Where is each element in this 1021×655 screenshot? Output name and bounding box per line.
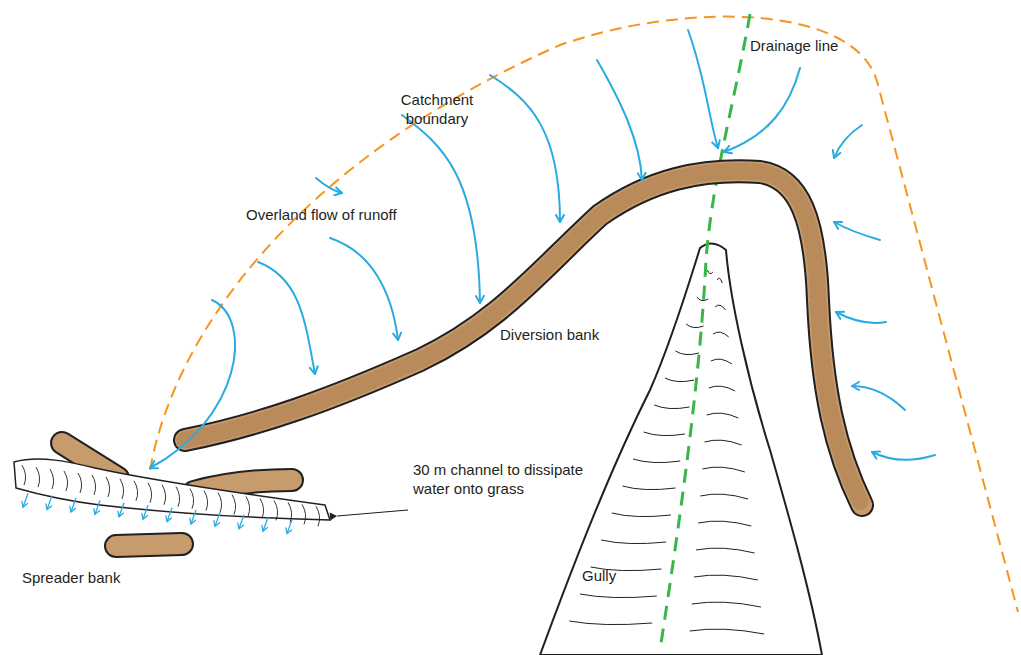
gully-texture: [711, 359, 732, 364]
drainage-label: Drainage line: [750, 36, 860, 55]
gully-texture: [690, 629, 765, 634]
outflow-arrow: [167, 508, 172, 522]
gully-texture: [612, 513, 671, 517]
gully-texture: [633, 459, 680, 463]
gully-texture: [702, 467, 744, 472]
outflow-arrow: [263, 517, 268, 531]
channel-texture: [302, 504, 306, 524]
gully-texture: [569, 621, 652, 625]
gully-texture: [707, 413, 739, 418]
gully-texture: [698, 521, 751, 526]
channel-texture: [288, 502, 292, 522]
channel-texture: [64, 471, 68, 491]
channel-texture: [36, 467, 40, 487]
gully-texture: [700, 494, 748, 499]
channel-texture: [316, 506, 320, 526]
channel-label: 30 m channel to dissipate water onto gra…: [413, 460, 613, 498]
channel-texture: [120, 479, 124, 499]
outflow-arrow: [215, 512, 220, 526]
outflow-arrow: [119, 503, 124, 517]
outflow-arrow: [143, 505, 148, 519]
channel-texture: [218, 493, 222, 513]
runoff-label: Overland flow of runoff: [246, 205, 416, 224]
gully-texture: [707, 270, 713, 274]
channel-texture: [232, 495, 236, 515]
runoff-arrows: [150, 30, 935, 468]
gully-texture: [654, 405, 689, 409]
channel-texture: [92, 475, 96, 495]
channel-texture: [246, 496, 250, 516]
diversion-bank: [185, 171, 862, 505]
channel-texture: [274, 500, 278, 520]
gully: [540, 243, 822, 655]
gully-texture: [705, 440, 742, 445]
gully-texture: [622, 486, 675, 490]
outflow-arrow: [23, 493, 28, 507]
channel-texture: [190, 489, 194, 509]
gully-texture: [644, 432, 685, 436]
gully-texture: [709, 386, 735, 391]
gully-texture: [692, 602, 761, 607]
spreader-label: Spreader bank: [22, 568, 142, 587]
catchment-label: Catchment boundary: [392, 90, 482, 128]
channel-texture: [134, 481, 138, 501]
channel-texture: [162, 485, 166, 505]
channel-texture: [176, 487, 180, 507]
outflow-arrow: [287, 520, 292, 534]
bank-label: Diversion bank: [500, 325, 620, 344]
channel-texture: [260, 498, 264, 518]
gully-label: Gully: [582, 566, 642, 585]
outflow-arrow: [191, 510, 196, 524]
gully-texture: [696, 548, 754, 553]
gully-texture: [694, 575, 758, 580]
gully-texture: [686, 324, 703, 328]
catchment-boundary: [150, 17, 1018, 612]
channel-texture: [148, 483, 152, 503]
outflow-arrow: [239, 515, 244, 529]
gully-texture: [580, 594, 657, 598]
spreader-channel: [14, 459, 330, 534]
channel-texture: [106, 477, 110, 497]
gully-texture: [717, 278, 722, 283]
channel-texture: [78, 473, 82, 493]
outflow-arrow: [71, 498, 76, 512]
channel-texture: [22, 465, 26, 485]
gully-texture: [713, 332, 729, 337]
leader-arrow: [337, 510, 408, 516]
drainage-line: [660, 14, 750, 650]
gully-texture: [601, 540, 666, 544]
channel-texture: [50, 469, 54, 489]
gully-texture: [665, 378, 694, 382]
gully-texture: [715, 305, 725, 310]
outflow-arrow: [47, 496, 52, 510]
outflow-arrow: [95, 500, 100, 514]
gully-texture: [676, 351, 699, 355]
channel-texture: [204, 491, 208, 511]
